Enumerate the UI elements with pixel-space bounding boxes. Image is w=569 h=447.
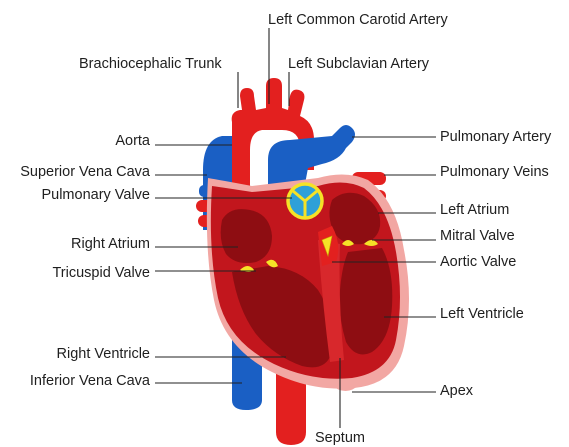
label-brachiocephalic-trunk: Brachiocephalic Trunk <box>79 56 222 72</box>
label-septum: Septum <box>315 430 365 446</box>
label-left-subclavian-artery: Left Subclavian Artery <box>288 56 430 72</box>
label-aorta: Aorta <box>115 133 151 149</box>
label-left-atrium: Left Atrium <box>440 202 509 218</box>
label-right-ventricle: Right Ventricle <box>57 346 151 362</box>
label-apex: Apex <box>440 383 474 399</box>
label-left-common-carotid-artery: Left Common Carotid Artery <box>268 12 448 28</box>
label-pulmonary-veins: Pulmonary Veins <box>440 164 549 180</box>
label-pulmonary-artery: Pulmonary Artery <box>440 129 552 145</box>
label-left-ventricle: Left Ventricle <box>440 306 524 322</box>
label-right-atrium: Right Atrium <box>71 236 150 252</box>
label-mitral-valve: Mitral Valve <box>440 228 515 244</box>
label-inferior-vena-cava: Inferior Vena Cava <box>30 373 151 389</box>
right-atrium-chamber <box>221 209 272 263</box>
label-superior-vena-cava: Superior Vena Cava <box>20 164 151 180</box>
label-tricuspid-valve: Tricuspid Valve <box>52 265 150 281</box>
label-aortic-valve: Aortic Valve <box>440 254 516 270</box>
label-pulmonary-valve: Pulmonary Valve <box>41 187 150 203</box>
